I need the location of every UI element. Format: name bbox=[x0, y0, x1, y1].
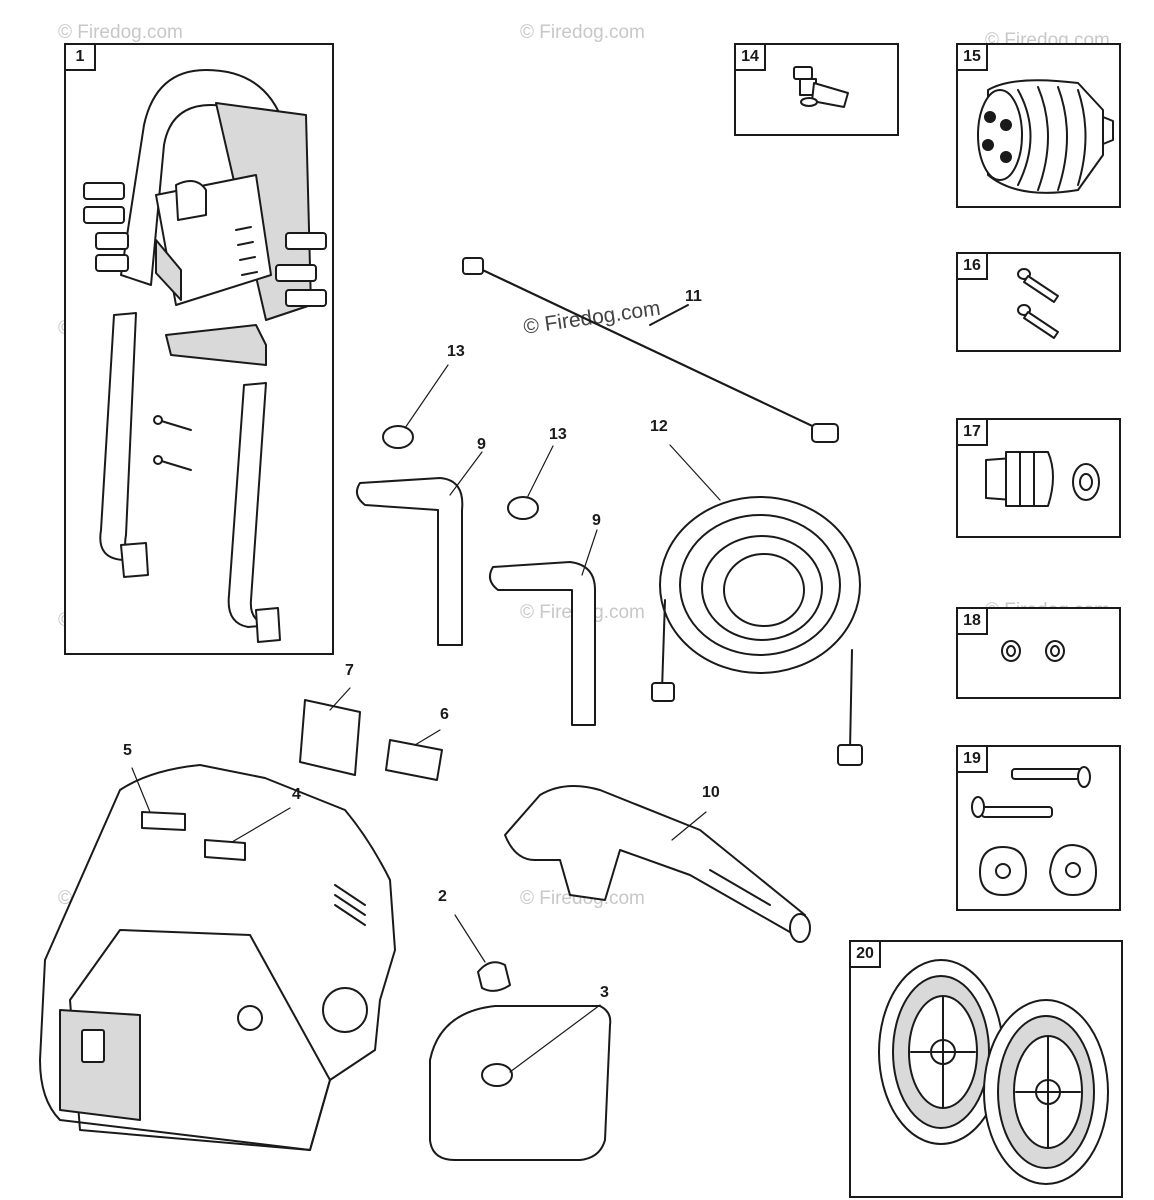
callout-4[interactable]: 4 bbox=[292, 786, 301, 803]
callout-10[interactable]: 10 bbox=[702, 784, 720, 801]
part-box-20[interactable]: 20 bbox=[849, 940, 1123, 1198]
handle-assembly-drawing bbox=[83, 69, 327, 643]
callout-11[interactable]: 11 bbox=[685, 288, 702, 305]
part-box-17[interactable]: 17 bbox=[956, 418, 1121, 538]
callout-13[interactable]: 13 bbox=[447, 343, 465, 360]
callout-2[interactable]: 2 bbox=[438, 888, 447, 905]
callout-9[interactable]: 9 bbox=[592, 512, 601, 529]
part-box-14[interactable]: 14 bbox=[734, 43, 899, 136]
part-box-15[interactable]: 15 bbox=[956, 43, 1121, 208]
callout-3[interactable]: 3 bbox=[600, 984, 609, 1001]
screws-drawing bbox=[1017, 268, 1059, 339]
part-box-16[interactable]: 16 bbox=[956, 252, 1121, 352]
part-number-18: 18 bbox=[958, 609, 988, 635]
part-box-19[interactable]: 19 bbox=[956, 745, 1121, 911]
wheels-drawing bbox=[878, 959, 1109, 1185]
callout-7[interactable]: 7 bbox=[345, 662, 354, 679]
hose-connector-drawing bbox=[985, 451, 1100, 507]
callout-12[interactable]: 12 bbox=[650, 418, 668, 435]
callout-6[interactable]: 6 bbox=[440, 706, 449, 723]
part-number-17: 17 bbox=[958, 420, 988, 446]
part-number-16: 16 bbox=[958, 254, 988, 280]
part-number-20: 20 bbox=[851, 942, 881, 968]
part-number-14: 14 bbox=[736, 45, 766, 71]
callout-13[interactable]: 13 bbox=[549, 426, 567, 443]
callout-9[interactable]: 9 bbox=[477, 436, 486, 453]
part-number-1: 1 bbox=[66, 45, 96, 71]
pump-drawing bbox=[977, 79, 1114, 194]
callout-5[interactable]: 5 bbox=[123, 742, 132, 759]
part-box-18[interactable]: 18 bbox=[956, 607, 1121, 699]
part-number-19: 19 bbox=[958, 747, 988, 773]
part-box-1[interactable]: 1 bbox=[64, 43, 334, 655]
washers-drawing bbox=[1001, 640, 1065, 662]
bolts-and-knobs-drawing bbox=[971, 766, 1097, 896]
part-number-15: 15 bbox=[958, 45, 988, 71]
nozzle-tip-drawing bbox=[793, 66, 849, 108]
